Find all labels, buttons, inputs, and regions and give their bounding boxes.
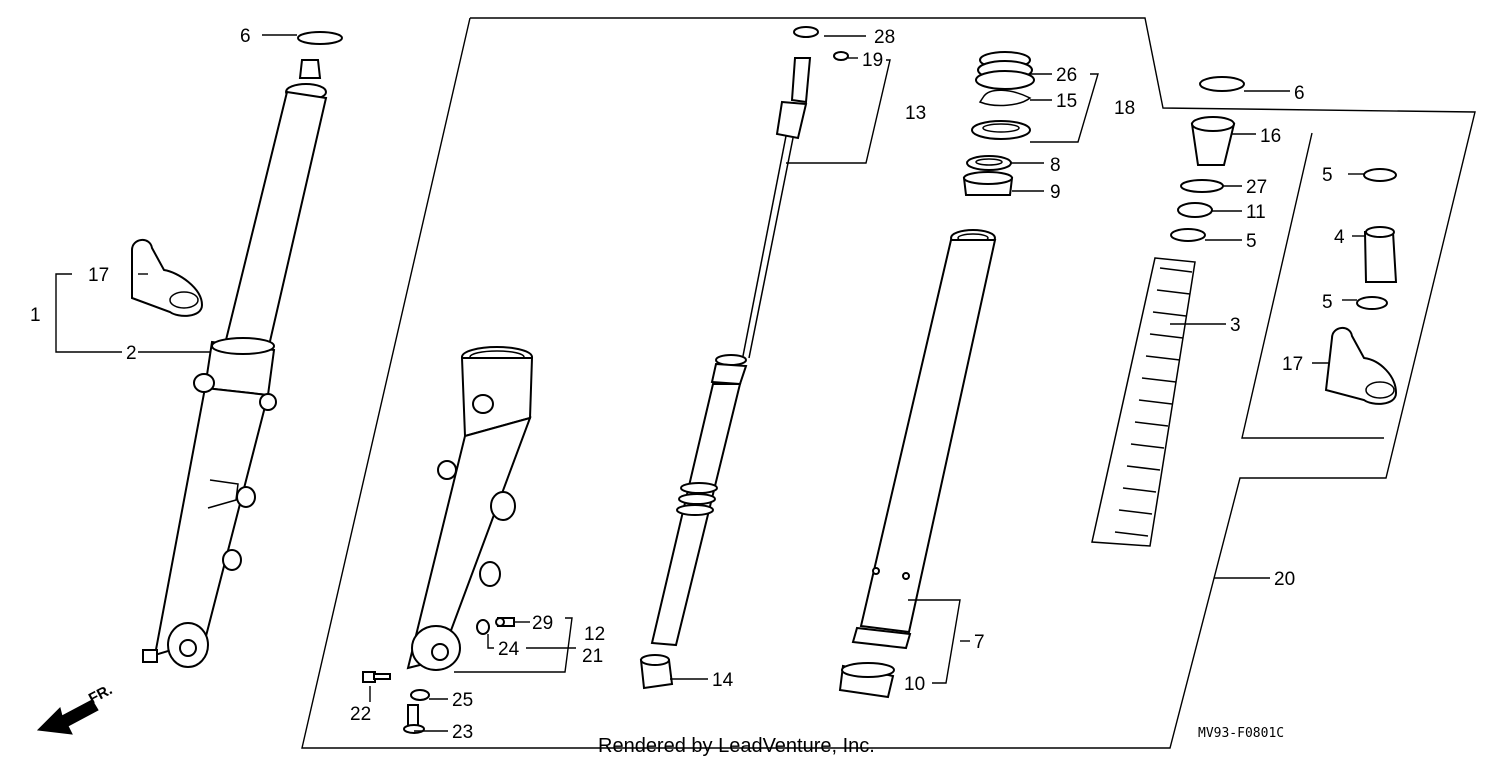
callout-5-top: 5 [1322, 165, 1333, 186]
leader-lines [55, 34, 1366, 732]
front-direction-indicator: FR. [36, 681, 115, 735]
assembly-boundary [301, 17, 1476, 749]
callout-20: 20 [1274, 569, 1295, 590]
front-arrow-icon [36, 699, 99, 735]
callout-8: 8 [1050, 155, 1061, 176]
callout-27: 27 [1246, 177, 1267, 198]
callout-6: 6 [240, 26, 251, 47]
callout-6-right: 6 [1294, 83, 1305, 104]
bottom-case [362, 346, 534, 734]
callout-10: 10 [904, 674, 925, 695]
callout-13: 13 [905, 103, 926, 124]
render-credit: Rendered by LeadVenture, Inc. [598, 735, 875, 757]
callout-3: 3 [1230, 315, 1241, 336]
callout-7: 7 [974, 632, 985, 653]
callout-11: 11 [1246, 202, 1266, 223]
callout-23: 23 [452, 722, 473, 743]
callout-17: 17 [88, 265, 109, 286]
callout-29: 29 [532, 613, 553, 634]
inset-parts [1324, 168, 1398, 405]
fork-assembly-complete [131, 31, 343, 668]
callout-12: 12 [584, 624, 605, 645]
callout-24: 24 [498, 639, 520, 660]
diagram-code: MV93-F0801C [1198, 726, 1284, 741]
callout-labels: 6 17 1 2 28 19 13 26 15 18 8 9 6 16 27 1… [30, 26, 1345, 743]
callout-25: 25 [452, 690, 473, 711]
callout-19: 19 [862, 50, 883, 71]
callout-18: 18 [1114, 98, 1135, 119]
callout-4: 4 [1334, 227, 1345, 248]
callout-5: 5 [1246, 231, 1257, 252]
damper-rod [639, 26, 849, 690]
seal-stack [962, 51, 1035, 196]
callout-5-bottom: 5 [1322, 292, 1333, 313]
callout-28: 28 [874, 27, 895, 48]
callout-26: 26 [1056, 65, 1077, 86]
callout-17-right: 17 [1282, 354, 1303, 375]
spring-stack [1091, 76, 1245, 547]
callout-22: 22 [350, 704, 371, 725]
callout-14: 14 [712, 670, 734, 691]
fork-tube [838, 229, 997, 699]
callout-21: 21 [582, 646, 603, 667]
callout-9: 9 [1050, 182, 1061, 203]
callout-1: 1 [30, 305, 41, 326]
callout-16: 16 [1260, 126, 1281, 147]
callout-2: 2 [126, 343, 137, 364]
callout-15: 15 [1056, 91, 1077, 112]
